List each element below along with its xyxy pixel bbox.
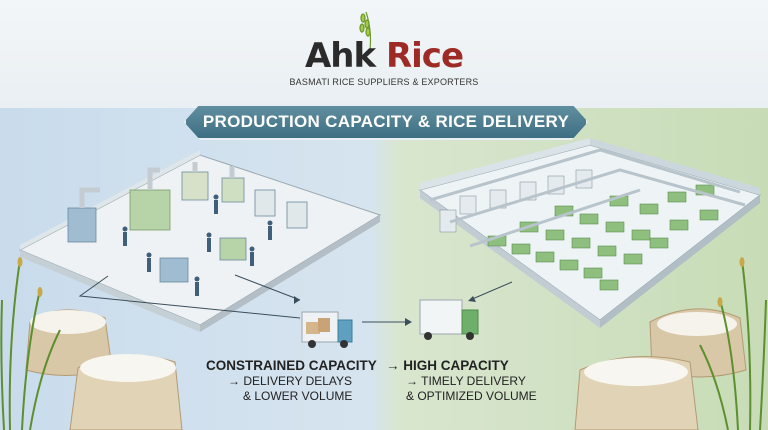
constrained-capacity-title: CONSTRAINED CAPACITY — [206, 358, 377, 373]
constrained-capacity-line1: → DELIVERY DELAYS — [228, 374, 353, 388]
banner-title: PRODUCTION CAPACITY & RICE DELIVERY — [202, 112, 570, 131]
rice-stalk-logo-icon — [359, 11, 372, 51]
high-capacity-caption: → HIGH CAPACITY → TIMELY DELIVERY & OPTI… — [386, 358, 537, 403]
rice-plant-left-icon — [0, 259, 61, 430]
rice-sack-right-icon — [574, 308, 747, 430]
brand-name-main: Ahk — [304, 36, 376, 76]
brand-logo: Ahk Rice BASMATI RICE SUPPLIERS & EXPORT… — [0, 36, 768, 87]
large-factory-illustration — [418, 138, 762, 328]
brand-tagline: BASMATI RICE SUPPLIERS & EXPORTERS — [289, 77, 479, 87]
rice-sack-left-icon — [25, 309, 183, 430]
rice-plant-right-icon — [699, 259, 767, 430]
brand-name-accent: Rice — [385, 36, 464, 76]
high-capacity-line1: → TIMELY DELIVERY — [406, 374, 526, 388]
brand-name: Ahk Rice — [0, 36, 768, 76]
small-factory-illustration — [18, 150, 382, 332]
constrained-capacity-caption: CONSTRAINED CAPACITY → DELIVERY DELAYS &… — [206, 358, 377, 403]
constrained-capacity-line2: & LOWER VOLUME — [243, 389, 353, 403]
high-capacity-line2: & OPTIMIZED VOLUME — [406, 389, 537, 403]
delivery-truck-right-icon — [419, 299, 479, 340]
high-capacity-title: → HIGH CAPACITY — [386, 358, 509, 373]
delivery-truck-left-icon — [301, 311, 353, 348]
header-band — [0, 0, 768, 108]
title-banner — [184, 104, 588, 140]
